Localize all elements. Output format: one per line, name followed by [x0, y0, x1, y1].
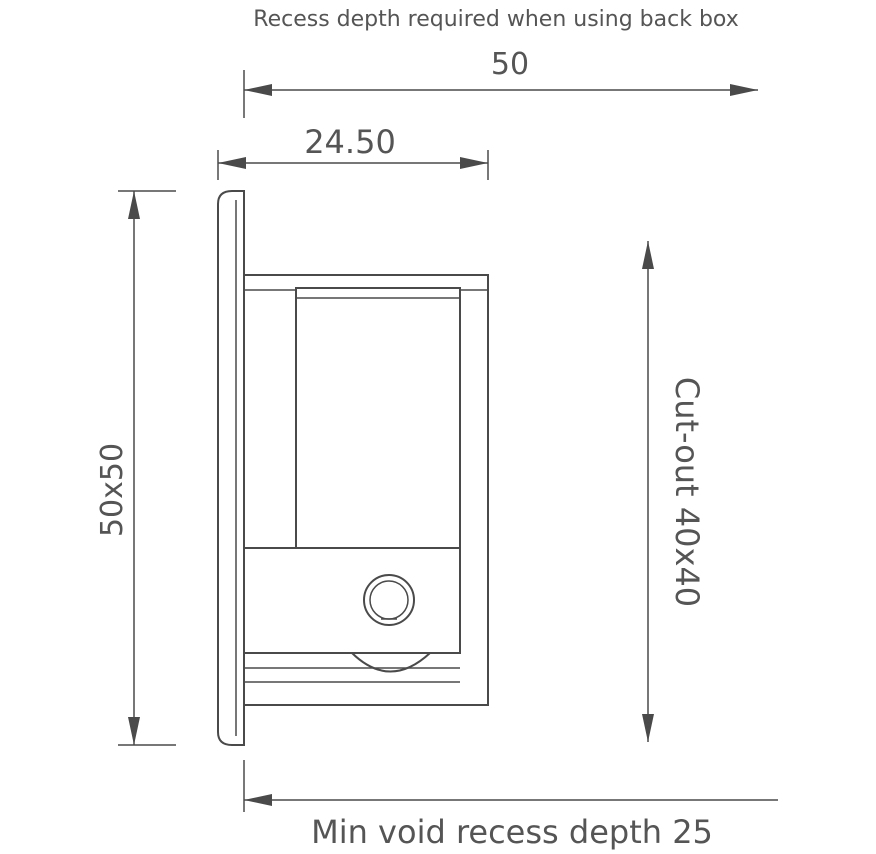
min-void-label: Min void recess depth 25: [311, 813, 713, 851]
device-drawing: [217, 190, 489, 746]
dimension-50x50-label: 50x50: [95, 443, 130, 537]
arrow-right-icon: [460, 157, 488, 169]
arrow-left-icon: [244, 84, 272, 96]
arrow-up-icon: [642, 241, 654, 269]
cable-hole-icon: [363, 574, 415, 626]
arrow-right-icon: [730, 84, 758, 96]
dimension-min-void: [243, 760, 778, 812]
arrow-left-icon: [244, 794, 272, 806]
dimension-cutout-label: Cut-out 40x40: [668, 377, 706, 607]
dimension-50x50: [118, 190, 176, 746]
dimension-24-50-label: 24.50: [304, 123, 396, 161]
arrow-up-icon: [128, 191, 140, 219]
dimension-cutout: [642, 241, 654, 742]
arrow-down-icon: [642, 714, 654, 742]
dimension-50-label: 50: [491, 47, 529, 82]
recess-depth-title: Recess depth required when using back bo…: [253, 7, 738, 32]
dimension-24-50: [217, 150, 489, 180]
arrow-left-icon: [218, 157, 246, 169]
arrow-down-icon: [128, 717, 140, 745]
lens-bulge: [349, 652, 433, 673]
face-plate: [217, 190, 245, 746]
lower-module: [243, 547, 461, 654]
dimension-50-top: [243, 70, 758, 118]
